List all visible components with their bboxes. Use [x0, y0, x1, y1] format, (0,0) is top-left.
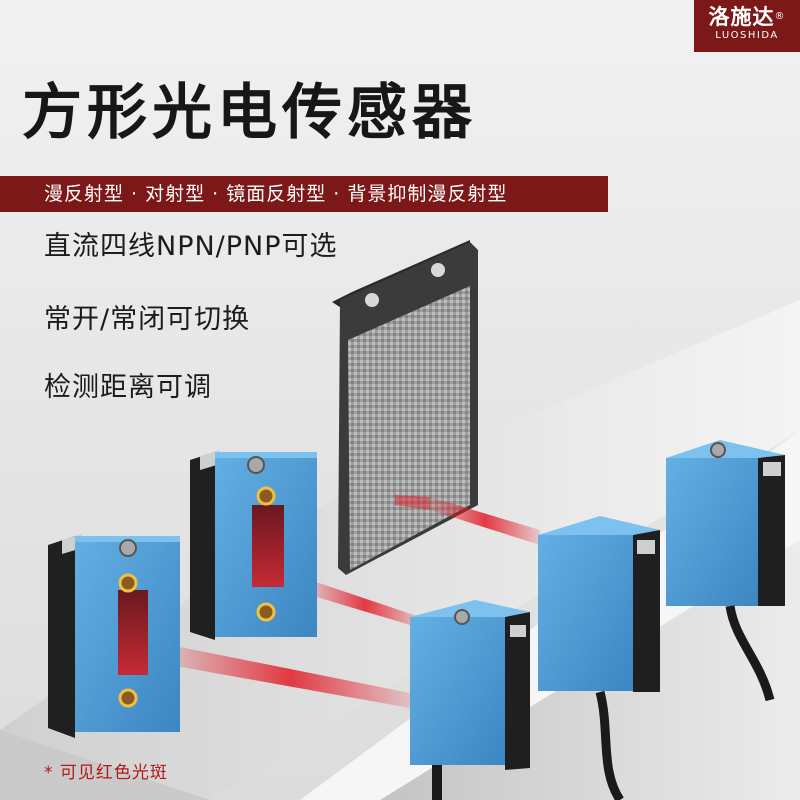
lens-window [252, 505, 284, 587]
page-title: 方形光电传感器 [22, 78, 477, 148]
mounting-hole [118, 688, 138, 708]
feature-distance-adjust: 检测距离可调 [44, 372, 212, 403]
sensor-right-back [666, 440, 785, 702]
brand-name-cn: 洛施达® [708, 5, 786, 29]
cable [725, 605, 775, 702]
mounting-hole [431, 263, 445, 277]
brand-name-en: LUOSHIDA [715, 30, 779, 41]
mounting-hole [118, 573, 138, 593]
cable [432, 765, 442, 800]
registered-mark: ® [774, 11, 786, 22]
adjust-screw [454, 609, 470, 625]
adjust-screw [710, 442, 726, 458]
feature-switch-mode: 常开/常闭可切换 [44, 304, 251, 335]
beam [310, 580, 420, 628]
mounting-hole [256, 486, 276, 506]
sensor-center-front [410, 600, 530, 800]
brand-logo: 洛施达® LUOSHIDA [694, 0, 800, 52]
red-light-beams [170, 495, 540, 708]
sensor-center-right [538, 516, 660, 800]
footnote: * 可见红色光斑 [44, 763, 168, 783]
reflector-plate [332, 240, 478, 575]
beam [170, 645, 410, 708]
mounting-hole [256, 602, 276, 622]
mounting-hole [365, 293, 379, 307]
adjust-screw [119, 539, 137, 557]
sensor-left-front [48, 534, 180, 738]
sensor-types-banner: 漫反射型 · 对射型 · 镜面反射型 · 背景抑制漫反射型 [0, 176, 608, 212]
adjust-screw [247, 456, 265, 474]
sensor-left-back [190, 450, 317, 640]
cable [595, 690, 624, 800]
lens-window [118, 590, 148, 675]
feature-output-type: 直流四线NPN/PNP可选 [44, 231, 338, 262]
beam [430, 497, 540, 545]
